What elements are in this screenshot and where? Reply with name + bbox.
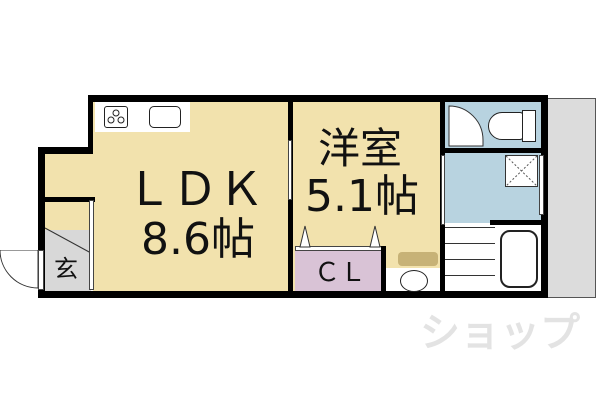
toilet-icon	[488, 112, 524, 140]
western-room-size: 5.1帖	[305, 171, 419, 222]
entrance-step-line	[45, 227, 91, 254]
stove-icon	[104, 106, 128, 128]
closet-label: ＣＬ	[313, 258, 366, 288]
sliding-door-ldk-western[interactable]	[288, 140, 292, 200]
balcony	[546, 98, 596, 298]
washbasin-mat	[398, 252, 438, 266]
ldk-size: 8.6帖	[141, 214, 255, 265]
western-room-label: 洋室	[317, 124, 402, 173]
toilet-door-icon[interactable]	[447, 104, 487, 148]
toilet-tank-icon	[522, 110, 536, 142]
outer-wall-left-upper	[88, 95, 93, 155]
watermark-text: ショップ	[420, 310, 580, 356]
outer-wall-right	[541, 95, 548, 298]
entry-door-frame	[38, 250, 44, 290]
outer-wall-left	[38, 147, 45, 298]
ldk-entrance-partition	[89, 200, 94, 290]
kitchen-sink-icon	[149, 106, 181, 128]
ldk-label: ＬＤＫ	[126, 162, 264, 216]
wall-closet-right	[381, 246, 386, 296]
washbasin-icon	[400, 270, 428, 292]
bathtub-icon	[500, 230, 538, 288]
closet-door-marks	[299, 225, 381, 248]
wall-toilet-bottom	[445, 148, 541, 153]
outer-wall-bottom	[38, 291, 548, 298]
entrance-label: 玄	[54, 255, 78, 283]
outer-wall-left-step	[38, 147, 93, 154]
bath-floor	[445, 225, 495, 291]
room-closet	[295, 251, 381, 291]
room-ldk-alcove	[45, 154, 95, 199]
washing-machine-pan-icon	[505, 155, 538, 187]
room-ldk	[93, 102, 288, 291]
washroom-window	[539, 155, 544, 215]
washroom-door[interactable]	[441, 155, 445, 225]
wall-bath-top	[490, 220, 541, 225]
wall-ldk-alcove	[45, 197, 95, 202]
outer-wall-top	[88, 95, 548, 102]
